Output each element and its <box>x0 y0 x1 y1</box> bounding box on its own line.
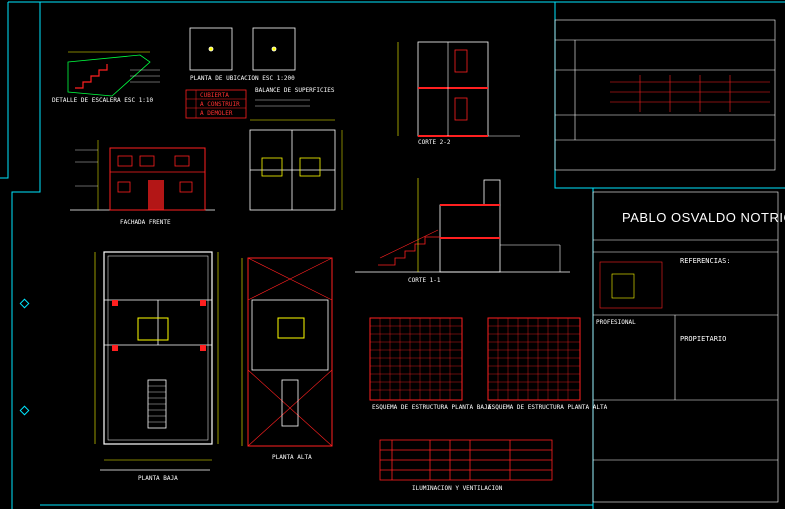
surface-legend-box <box>185 89 310 119</box>
upper-detail-plan <box>249 119 343 211</box>
stair-detail-drawing <box>67 51 160 97</box>
section-2-2-drawing <box>397 41 520 137</box>
surface-balance-label: BALANCE DE SUPERFICIES <box>255 87 335 94</box>
lighting-ventilation-table <box>379 439 553 481</box>
ground-structure-scheme <box>369 317 463 401</box>
references-label: REFERENCIAS: <box>680 257 731 265</box>
upper-floor-label: PLANTA ALTA <box>272 454 312 461</box>
ground-floor-label: PLANTA BAJA <box>138 475 178 482</box>
section-1-label: CORTE 1-1 <box>408 277 441 284</box>
site-plan-label: PLANTA DE UBICACION ESC 1:200 <box>190 75 295 82</box>
upper-structure-label: ESQUEMA DE ESTRUCTURA PLANTA ALTA <box>488 404 608 411</box>
title-block-grid <box>592 191 779 503</box>
upper-structure-scheme <box>487 317 581 401</box>
site-plan-drawing <box>189 27 296 71</box>
section-2-label: CORTE 2-2 <box>418 139 451 146</box>
info-table-grid <box>554 19 776 171</box>
upper-floor-plan <box>241 257 333 447</box>
ground-floor-plan <box>94 251 219 471</box>
stair-detail-label: DETALLE DE ESCALERA ESC 1:10 <box>52 97 154 104</box>
lighting-table-label: ILUMINACION Y VENTILACION <box>412 485 503 492</box>
owner-label: PROPIETARIO <box>680 335 727 343</box>
front-facade-drawing <box>70 140 215 211</box>
legend-item-1: CUBIERTA <box>200 92 229 99</box>
legend-item-2: A CONSTRUIR <box>200 101 240 108</box>
professional-label: PROFESIONAL <box>596 319 636 326</box>
ground-structure-label: ESQUEMA DE ESTRUCTURA PLANTA BAJA <box>372 404 492 411</box>
section-1-1-drawing <box>355 178 570 273</box>
owner-name: PABLO OSVALDO NOTRICA <box>622 210 785 225</box>
legend-item-3: A DEMOLER <box>200 110 233 117</box>
front-facade-label: FACHADA FRENTE <box>120 219 171 226</box>
